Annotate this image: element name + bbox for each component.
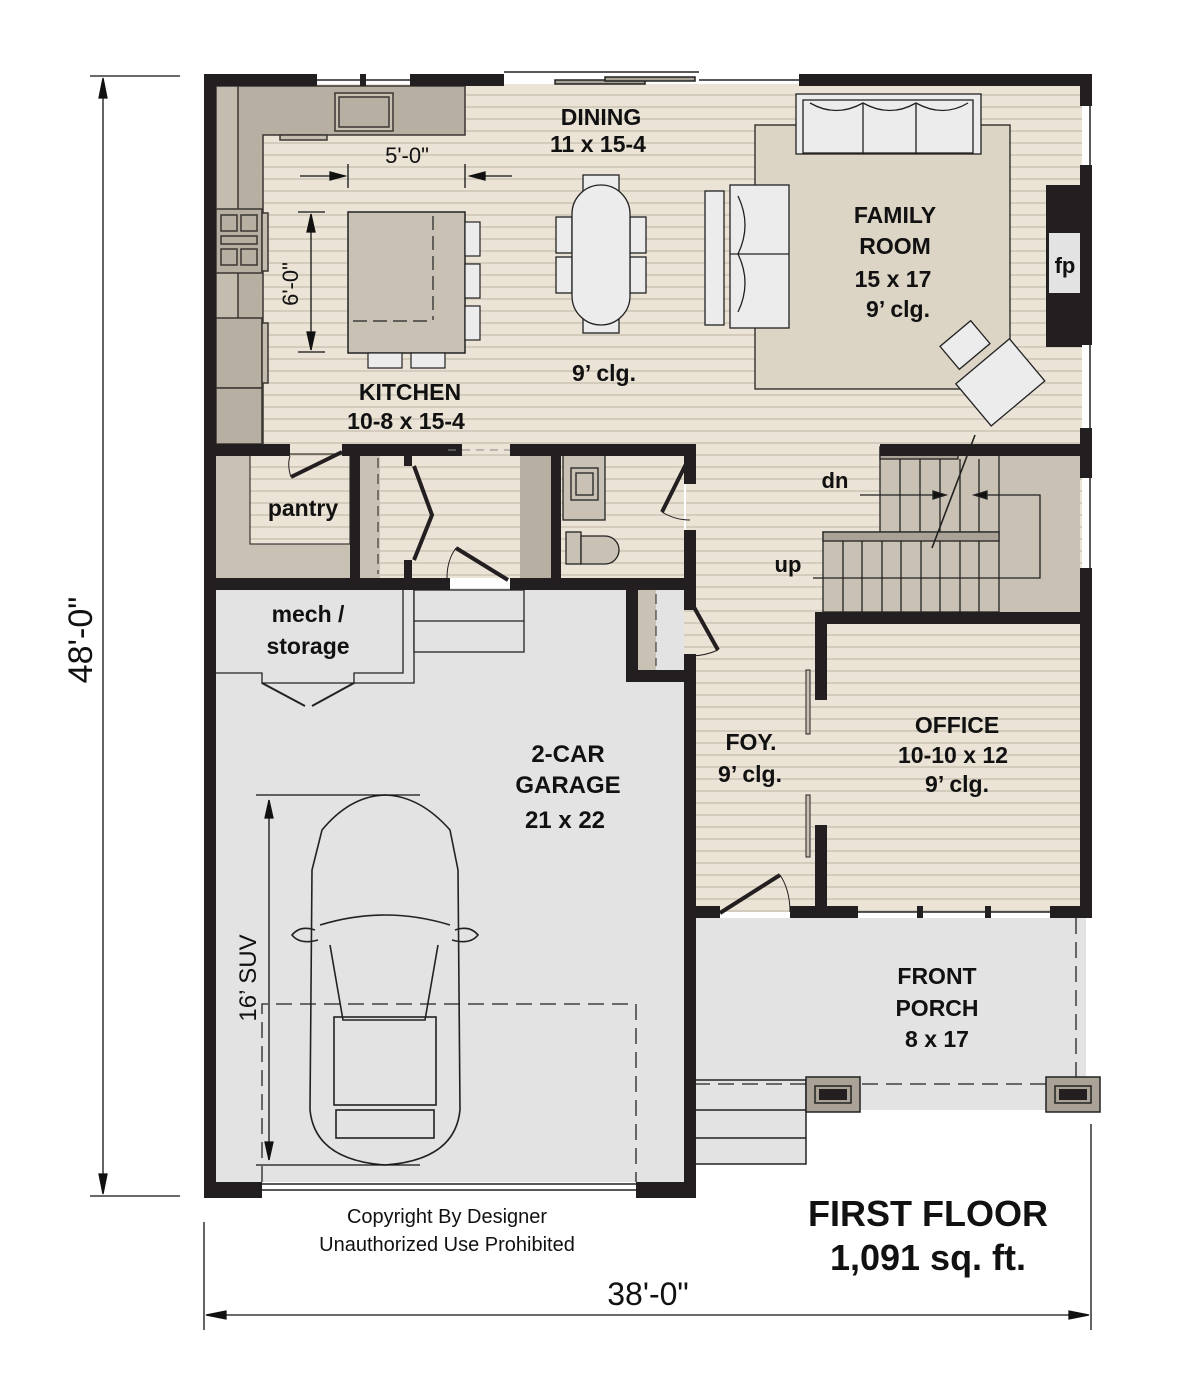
porch-columns xyxy=(805,1076,1101,1113)
porch-label-line1: FRONT xyxy=(897,963,976,989)
copyright-line2: Unauthorized Use Prohibited xyxy=(319,1234,575,1256)
family-size: 15 x 17 xyxy=(855,266,932,292)
stairs-down-label: dn xyxy=(822,468,849,493)
kitchen-island xyxy=(347,211,481,369)
mech-storage xyxy=(216,589,525,707)
overall-width-label: 38'-0" xyxy=(607,1276,689,1312)
copyright-line1: Copyright By Designer xyxy=(347,1206,547,1228)
garage-size: 21 x 22 xyxy=(525,807,605,834)
garage-floor xyxy=(214,588,684,1182)
family-label-line2: ROOM xyxy=(859,233,931,259)
powder-room-fixtures xyxy=(562,453,620,565)
foyer-label: FOY. xyxy=(725,729,776,755)
suv-dimension xyxy=(256,794,420,1166)
fireplace-label: fp xyxy=(1055,253,1076,278)
kitchen-size: 10-8 x 15-4 xyxy=(347,408,465,434)
plan-title: FIRST FLOOR xyxy=(808,1193,1048,1234)
suv-outline xyxy=(290,794,480,1166)
family-ceiling: 9’ clg. xyxy=(866,296,930,322)
office-size: 10-10 x 12 xyxy=(898,742,1008,768)
family-label-line1: FAMILY xyxy=(854,202,936,228)
sofa-top xyxy=(795,93,982,155)
windows xyxy=(262,71,1091,1191)
walls xyxy=(204,74,1092,1198)
porch-label-line2: PORCH xyxy=(895,995,978,1021)
kitchen-label: KITCHEN xyxy=(359,379,461,405)
loveseat-left xyxy=(704,184,790,329)
pantry-shelves xyxy=(216,453,351,578)
stairs-up-label: up xyxy=(775,552,802,577)
armchair xyxy=(939,319,1046,427)
office-ceiling: 9’ clg. xyxy=(925,771,989,797)
dining-size: 11 x 15-4 xyxy=(550,131,646,157)
kitchen-ceiling: 9’ clg. xyxy=(572,360,636,386)
island-dimensions xyxy=(298,164,512,353)
garage-label-line2: GARAGE xyxy=(515,772,620,799)
mech-label-line1: mech / xyxy=(272,601,345,627)
cooktop xyxy=(215,208,263,274)
island-width-label: 5'-0" xyxy=(385,143,429,168)
office-label: OFFICE xyxy=(915,712,999,738)
porch-floor xyxy=(694,918,1086,1110)
garage-label-line1: 2-CAR xyxy=(531,741,604,768)
dining-table xyxy=(555,174,647,334)
pantry-label: pantry xyxy=(268,495,339,521)
overall-dimensions xyxy=(90,75,1092,1330)
overall-depth-label: 48'-0" xyxy=(62,597,100,684)
doors xyxy=(288,450,811,915)
island-depth-label: 6'-0" xyxy=(278,262,303,306)
porch-size: 8 x 17 xyxy=(905,1026,969,1052)
dining-label: DINING xyxy=(561,104,642,130)
suv-length-label: 16’ SUV xyxy=(235,934,262,1021)
mech-label-line2: storage xyxy=(266,633,349,659)
fireplace xyxy=(1046,185,1082,347)
plan-area: 1,091 sq. ft. xyxy=(830,1237,1026,1278)
foyer-ceiling: 9’ clg. xyxy=(718,761,782,787)
second-car-space xyxy=(261,1003,637,1182)
